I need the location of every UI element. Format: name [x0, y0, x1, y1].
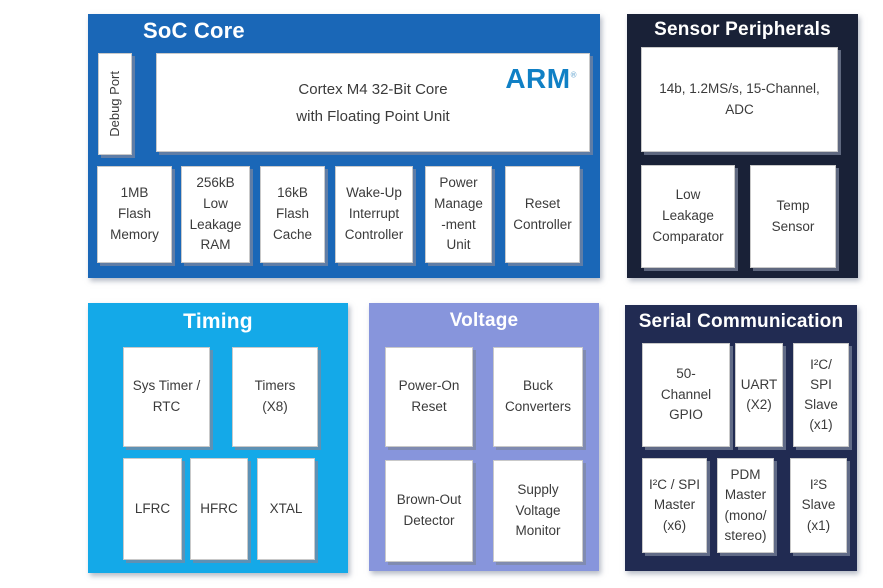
card-xtal: XTAL: [257, 458, 315, 560]
card-i2c-spi-master: I²C / SPI Master (x6): [642, 458, 707, 553]
block-soc-core: SoC Core Debug Port ARM® Cortex M4 32-Bi…: [88, 14, 600, 278]
card-brown-out-detector: Brown-Out Detector: [385, 460, 473, 562]
debug-port-label: Debug Port: [106, 71, 122, 137]
block-voltage: Voltage Power-On Reset Buck Converters B…: [369, 303, 599, 571]
card-power-on-reset: Power-On Reset: [385, 347, 473, 447]
card-temp-sensor: Temp Sensor: [750, 165, 836, 268]
block-serial-communication: Serial Communication 50- Channel GPIO UA…: [625, 305, 857, 571]
timing-title: Timing: [183, 310, 253, 333]
card-pdm-master: PDM Master (mono/ stereo): [717, 458, 774, 553]
serial-communication-title: Serial Communication: [638, 311, 844, 332]
card-timers: Timers (X8): [232, 347, 318, 447]
card-debug-port: Debug Port: [98, 53, 132, 155]
card-gpio: 50- Channel GPIO: [642, 343, 730, 447]
card-wakeup-interrupt-controller: Wake-Up Interrupt Controller: [335, 166, 413, 263]
sensor-peripherals-title: Sensor Peripherals: [654, 19, 831, 40]
block-sensor-peripherals: Sensor Peripherals 14b, 1.2MS/s, 15-Chan…: [627, 14, 858, 278]
voltage-title: Voltage: [449, 310, 519, 331]
arm-trademark-icon: ®: [570, 70, 577, 80]
card-low-leakage-ram: 256kB Low Leakage RAM: [181, 166, 250, 263]
card-flash-cache: 16kB Flash Cache: [260, 166, 325, 263]
card-uart: UART (X2): [735, 343, 783, 447]
card-power-management-unit: Power Manage -ment Unit: [425, 166, 492, 263]
card-i2c-spi-slave: I²C/ SPI Slave (x1): [793, 343, 849, 447]
card-flash-memory: 1MB Flash Memory: [97, 166, 172, 263]
card-hfrc: HFRC: [190, 458, 248, 560]
card-low-leakage-comparator: Low Leakage Comparator: [641, 165, 735, 268]
arm-logo-text: ARM: [505, 63, 571, 94]
card-i2s-slave: I²S Slave (x1): [790, 458, 847, 553]
card-lfrc: LFRC: [123, 458, 182, 560]
card-supply-voltage-monitor: Supply Voltage Monitor: [493, 460, 583, 562]
card-adc: 14b, 1.2MS/s, 15-Channel, ADC: [641, 47, 838, 152]
block-timing: Timing Sys Timer / RTC Timers (X8) LFRC …: [88, 303, 348, 573]
card-buck-converters: Buck Converters: [493, 347, 583, 447]
cortex-core-label: Cortex M4 32-Bit Core with Floating Poin…: [296, 80, 450, 125]
card-reset-controller: Reset Controller: [505, 166, 580, 263]
card-sys-timer-rtc: Sys Timer / RTC: [123, 347, 210, 447]
arm-logo: ARM®: [505, 54, 577, 104]
soc-core-title: SoC Core: [143, 18, 245, 43]
card-cortex-core: ARM® Cortex M4 32-Bit Core with Floating…: [156, 53, 590, 152]
